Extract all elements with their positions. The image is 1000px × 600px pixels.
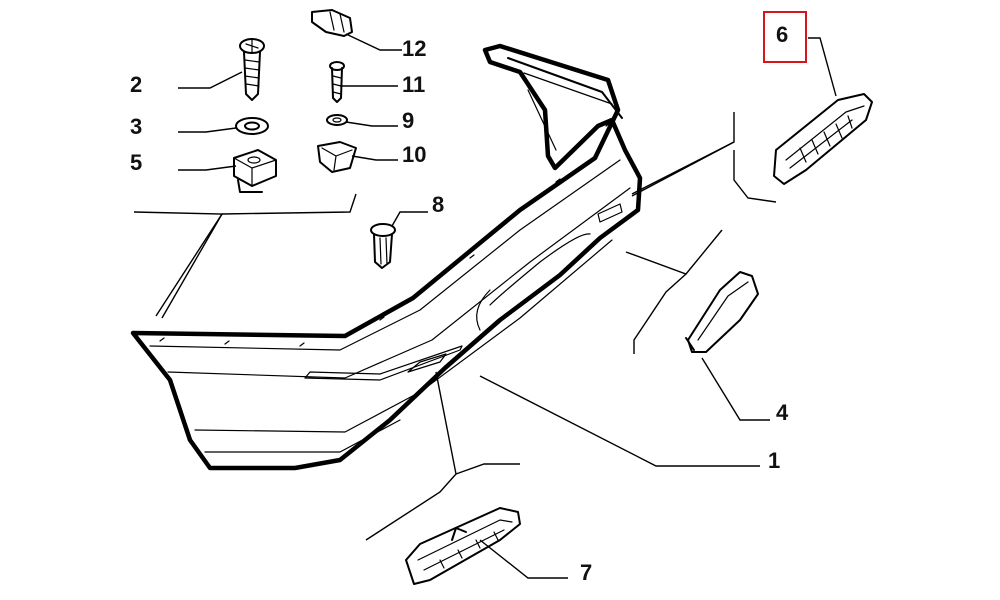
reflector-part-4[interactable] (685, 271, 759, 353)
bumper-cover[interactable] (130, 43, 643, 471)
callout-8[interactable]: 8 (432, 192, 444, 217)
callout-4[interactable]: 4 (776, 400, 789, 425)
callout-11[interactable]: 11 (402, 72, 425, 97)
screw-part-2[interactable] (239, 38, 265, 101)
leader-lines (133, 33, 837, 579)
washer-part-9[interactable] (326, 114, 348, 126)
callout-numbers: 12 2 11 3 9 5 10 8 6 4 1 7 (130, 22, 789, 585)
callout-5[interactable]: 5 (130, 150, 142, 175)
retainer-part-10[interactable] (317, 141, 357, 173)
lamp-part-7[interactable] (405, 507, 521, 585)
side-marker-part-6[interactable] (773, 93, 873, 185)
callout-1[interactable]: 1 (768, 448, 780, 473)
callout-9[interactable]: 9 (402, 108, 414, 133)
callout-12[interactable]: 12 (402, 36, 426, 61)
highlight-box (763, 11, 807, 63)
clip-nut-part-5[interactable] (233, 149, 277, 193)
callout-3[interactable]: 3 (130, 114, 142, 139)
push-pin-part-8[interactable] (370, 223, 396, 269)
plug-part-12[interactable] (311, 9, 353, 37)
callout-6[interactable]: 6 (776, 22, 788, 47)
washer-part-3[interactable] (235, 117, 269, 135)
callout-7[interactable]: 7 (580, 560, 592, 585)
callout-10[interactable]: 10 (402, 142, 426, 167)
callout-2[interactable]: 2 (130, 72, 142, 97)
screw-part-11[interactable] (329, 61, 345, 103)
